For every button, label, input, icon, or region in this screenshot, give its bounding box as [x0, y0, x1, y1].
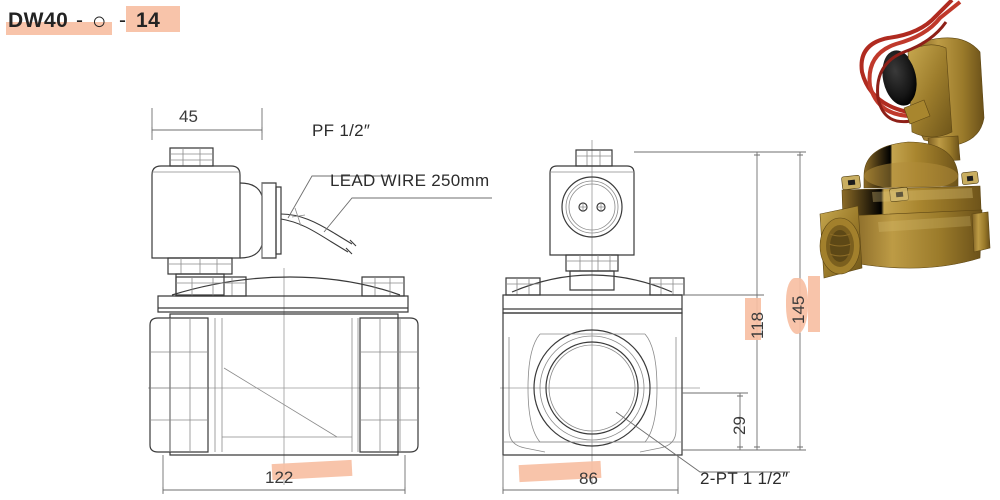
port-thread-callout: 2-PT 1 1/2″ — [700, 469, 789, 488]
side-view-group — [500, 140, 700, 485]
dim-145-highlight — [786, 278, 808, 334]
front-view-group — [148, 147, 420, 485]
port-callout-leader — [615, 411, 790, 473]
lead-wire-callout: LEAD WIRE 250mm — [330, 171, 490, 190]
solenoid-valve-photograph — [812, 0, 1000, 336]
dim-45-group — [151, 108, 263, 140]
title-dash-2: - — [119, 9, 127, 32]
model-prefix: DW40 — [8, 9, 69, 32]
photo-svg — [819, 0, 991, 279]
conduit-thread-callout: PF 1/2″ — [312, 121, 371, 140]
circle-symbol-icon: ○ — [92, 8, 107, 35]
dim-122-group — [162, 455, 406, 494]
dim-86-value: 86 — [579, 469, 598, 488]
title-dash-1: - — [76, 9, 84, 32]
dim-118-highlight — [745, 298, 761, 340]
callout-leader-group — [287, 175, 492, 233]
vertical-dim-group — [634, 151, 806, 451]
dim-145-value: 145 — [789, 295, 808, 324]
title-highlight-right — [126, 6, 180, 32]
dim-29-value: 29 — [730, 416, 749, 435]
dim-122-value: 122 — [265, 468, 294, 487]
dim-45-value: 45 — [179, 107, 198, 126]
title-highlight-left — [6, 22, 112, 35]
model-suffix: 14 — [136, 9, 161, 32]
dim-86-group — [502, 455, 679, 494]
dim-118-value: 118 — [748, 311, 767, 339]
photo-edge-highlight — [808, 276, 820, 332]
